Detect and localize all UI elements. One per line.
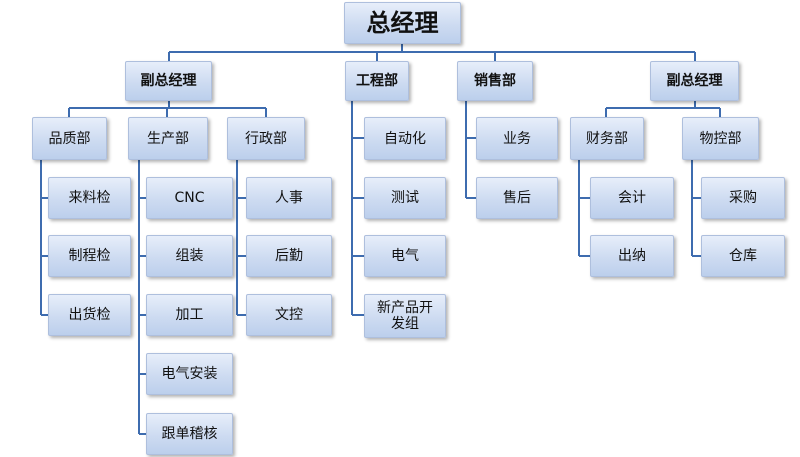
connector-vp-left — [68, 101, 267, 117]
box-after-sales: 售后 — [476, 177, 558, 219]
box-material-control: 物控部 — [682, 117, 759, 160]
box-process-inspection: 制程检 — [48, 235, 131, 277]
box-engineering: 工程部 — [345, 61, 409, 101]
box-assembly: 组装 — [146, 235, 233, 277]
box-quality: 品质部 — [32, 117, 107, 160]
box-electrical: 电气 — [364, 235, 446, 277]
box-testing: 测试 — [364, 177, 446, 219]
box-machining: 加工 — [146, 294, 233, 336]
box-warehouse: 仓库 — [701, 235, 785, 277]
box-outgoing-inspection: 出货检 — [48, 294, 131, 336]
box-vp-left: 副总经理 — [125, 61, 212, 101]
box-vp-right: 副总经理 — [650, 61, 739, 101]
box-accounting: 会计 — [590, 177, 674, 219]
box-production: 生产部 — [128, 117, 208, 160]
connector-engineering — [351, 101, 364, 316]
box-cnc: CNC — [146, 177, 233, 219]
connector-ceo — [168, 44, 696, 61]
box-incoming-inspection: 来料检 — [48, 177, 131, 219]
box-hr: 人事 — [246, 177, 332, 219]
box-ceo: 总经理 — [344, 2, 461, 44]
connector-material-control — [691, 160, 701, 257]
box-finance: 财务部 — [570, 117, 644, 160]
box-electrical-install: 电气安装 — [146, 353, 233, 395]
connector-admin — [236, 160, 246, 316]
box-document-control: 文控 — [246, 294, 332, 336]
box-sales: 销售部 — [457, 61, 533, 101]
box-business: 业务 — [476, 117, 558, 160]
connector-finance — [578, 160, 590, 257]
box-cashier: 出纳 — [590, 235, 674, 277]
box-automation: 自动化 — [364, 117, 446, 160]
connector-quality — [40, 160, 48, 316]
box-logistics: 后勤 — [246, 235, 332, 277]
box-npd: 新产品开发组 — [364, 294, 446, 338]
box-follow-up-audit: 跟单稽核 — [146, 413, 233, 455]
connector-sales — [465, 101, 476, 199]
connector-production — [138, 160, 146, 435]
box-purchasing: 采购 — [701, 177, 785, 219]
connector-vp-right — [605, 101, 721, 117]
box-admin: 行政部 — [227, 117, 305, 160]
